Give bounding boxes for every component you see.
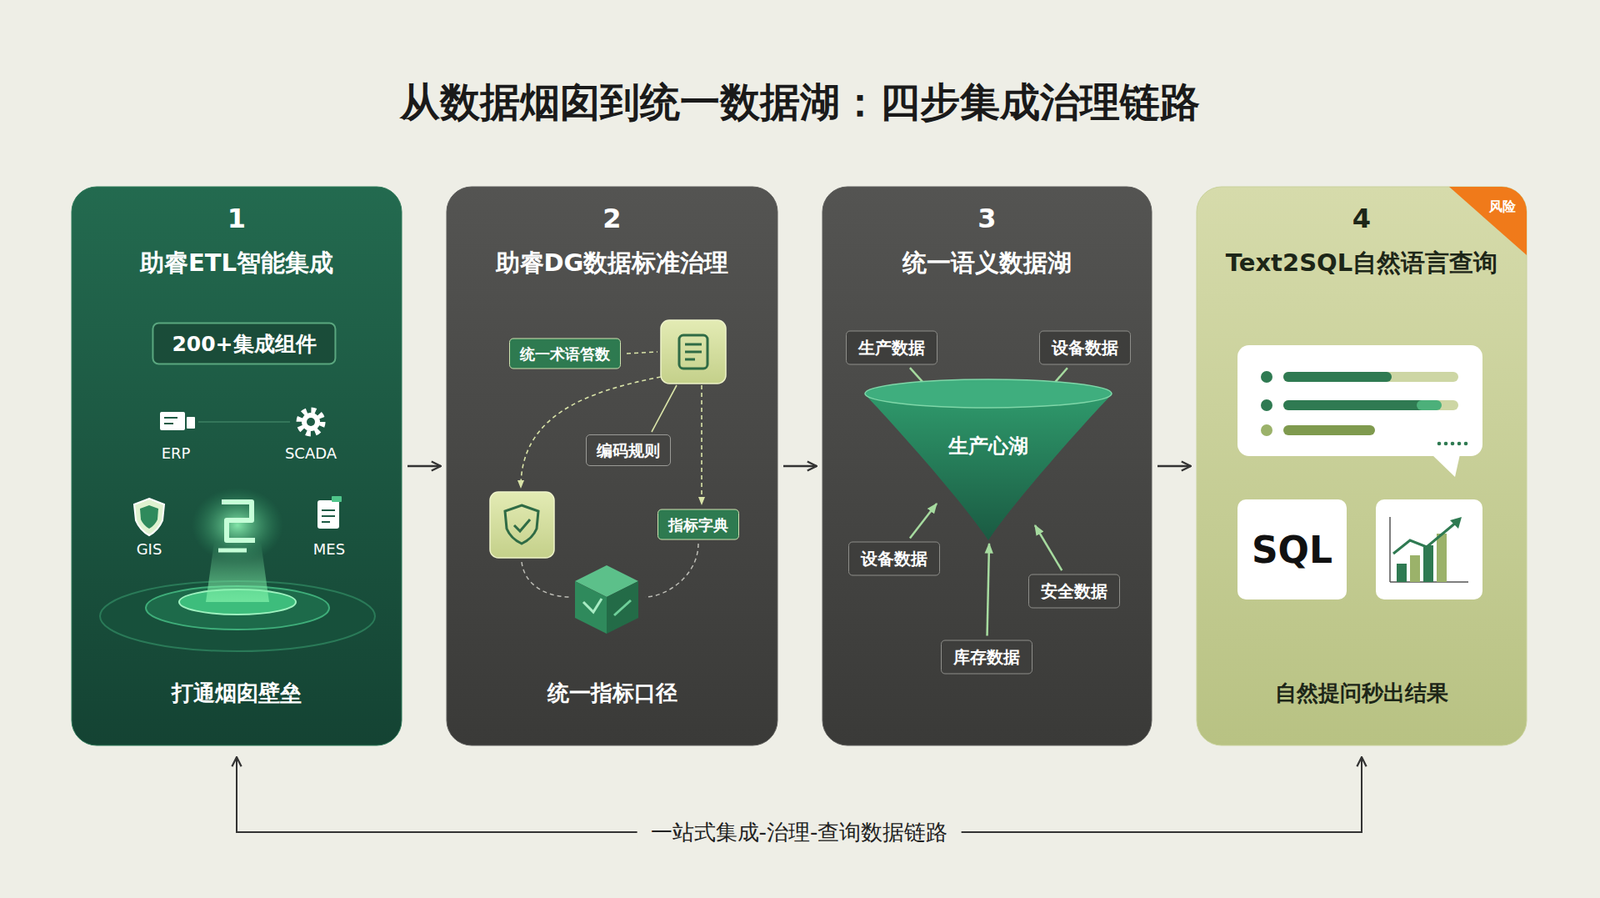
tag-box: 安全数据 [1028, 574, 1120, 609]
flow-arrow [1157, 465, 1191, 468]
box-label: 编码规则 [596, 440, 660, 460]
tag-box: 统一术语笞数 [509, 338, 621, 370]
tag-box: 设备数据 [848, 541, 940, 576]
system-label: SCADA [285, 444, 337, 463]
step-number: 2 [446, 200, 778, 236]
step-title: Text2SQL自然语言查询 [1196, 246, 1527, 279]
step-number: 3 [822, 200, 1152, 236]
step-summary: 自然提问秒出结果 [1196, 678, 1527, 707]
flow-arrow [987, 543, 990, 636]
tag-box: 200+集成组件 [151, 322, 336, 365]
flow-arrow [783, 465, 817, 468]
diagram-title: 从数据烟囱到统一数据湖：四步集成治理链路 [0, 76, 1600, 127]
flow-arrow [910, 503, 937, 539]
box-label: 统一术语笞数 [520, 344, 610, 364]
system-label: MES [313, 540, 345, 559]
box-label: 生产数据 [858, 337, 925, 359]
box-label: 安全数据 [1040, 580, 1108, 602]
tag-box: 编码规则 [585, 434, 671, 466]
step-summary: 打通烟囱壁垒 [71, 678, 402, 707]
flow-arrow [1035, 525, 1062, 570]
box-label: 设备数据 [860, 548, 928, 570]
sql-card: SQL [1237, 499, 1347, 600]
system-label: ERP [161, 444, 191, 463]
system-label: GIS [136, 540, 163, 559]
step-panel: 生产数据设备数据生产心湖设备数据安全数据库存数据3统一语义数据湖 [822, 186, 1152, 745]
step-panel: 风险 SQL 4Text2SQL自然语言查询自然提问秒出结果 [1196, 186, 1527, 745]
step-panel: 统一术语笞数编码规则指标字典 2 助睿DG数据标准治理统一指标口径 [446, 186, 778, 745]
tag-box: 生产数据 [845, 330, 938, 365]
funnel-body [864, 393, 1113, 540]
sql-label: SQL [1251, 528, 1333, 571]
tag-box: 指标字典 [657, 509, 740, 540]
box-label: 200+集成组件 [171, 330, 316, 357]
risk-label: 风险 [1489, 198, 1516, 215]
step-title: 助睿DG数据标准治理 [446, 246, 778, 279]
step-title: 助睿ETL智能集成 [71, 246, 402, 279]
box-label: 库存数据 [953, 646, 1020, 668]
tag-box: 库存数据 [940, 640, 1033, 675]
risk-triangle [1449, 186, 1527, 255]
funnel-shape [864, 378, 1113, 545]
step-summary: 统一指标口径 [446, 678, 778, 707]
edge-label: 一站式集成-治理-查询数据链路 [637, 815, 962, 848]
lake-funnel: 生产心湖 [864, 378, 1113, 545]
flow-arrow [407, 465, 441, 468]
step-panel: 200+集成组件 1 助睿ETL智能集成打通烟囱壁垒 ERP SCADA GIS MES [71, 186, 402, 745]
funnel-rim [865, 379, 1112, 408]
tag-box: 设备数据 [1039, 330, 1131, 365]
lake-label: 生产心湖 [864, 433, 1113, 459]
box-label: 指标字典 [668, 515, 729, 535]
step-number: 4 [1196, 200, 1527, 236]
risk-tag: 风险 [1449, 186, 1527, 255]
box-label: 设备数据 [1051, 337, 1119, 359]
step-title: 统一语义数据湖 [822, 246, 1152, 279]
step-number: 1 [71, 200, 402, 236]
risk-corner [1449, 186, 1527, 255]
